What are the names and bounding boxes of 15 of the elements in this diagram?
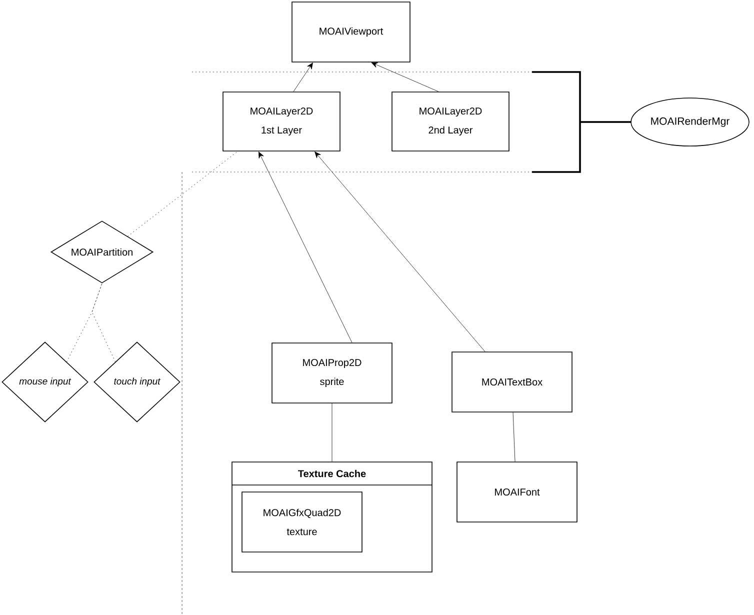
class-box: MOAIViewport xyxy=(292,2,410,62)
dotted-line xyxy=(128,151,238,236)
class-box: MOAIGfxQuad2D texture xyxy=(242,492,362,552)
arrow xyxy=(293,62,313,92)
class-box: MOAIProp2D sprite xyxy=(272,342,392,404)
connector-line xyxy=(512,412,516,462)
class-box: MOAITextBox xyxy=(452,352,572,412)
arrow xyxy=(371,62,439,92)
class-box: MOAIFont xyxy=(456,462,578,522)
dotted-line xyxy=(66,283,102,362)
arrow xyxy=(314,152,486,352)
dotted-line xyxy=(92,283,116,362)
arrow xyxy=(258,152,352,343)
class-box: MOAILayer2D 2nd Layer xyxy=(392,92,510,152)
class-box: MOAILayer2D 1st Layer xyxy=(222,92,340,152)
